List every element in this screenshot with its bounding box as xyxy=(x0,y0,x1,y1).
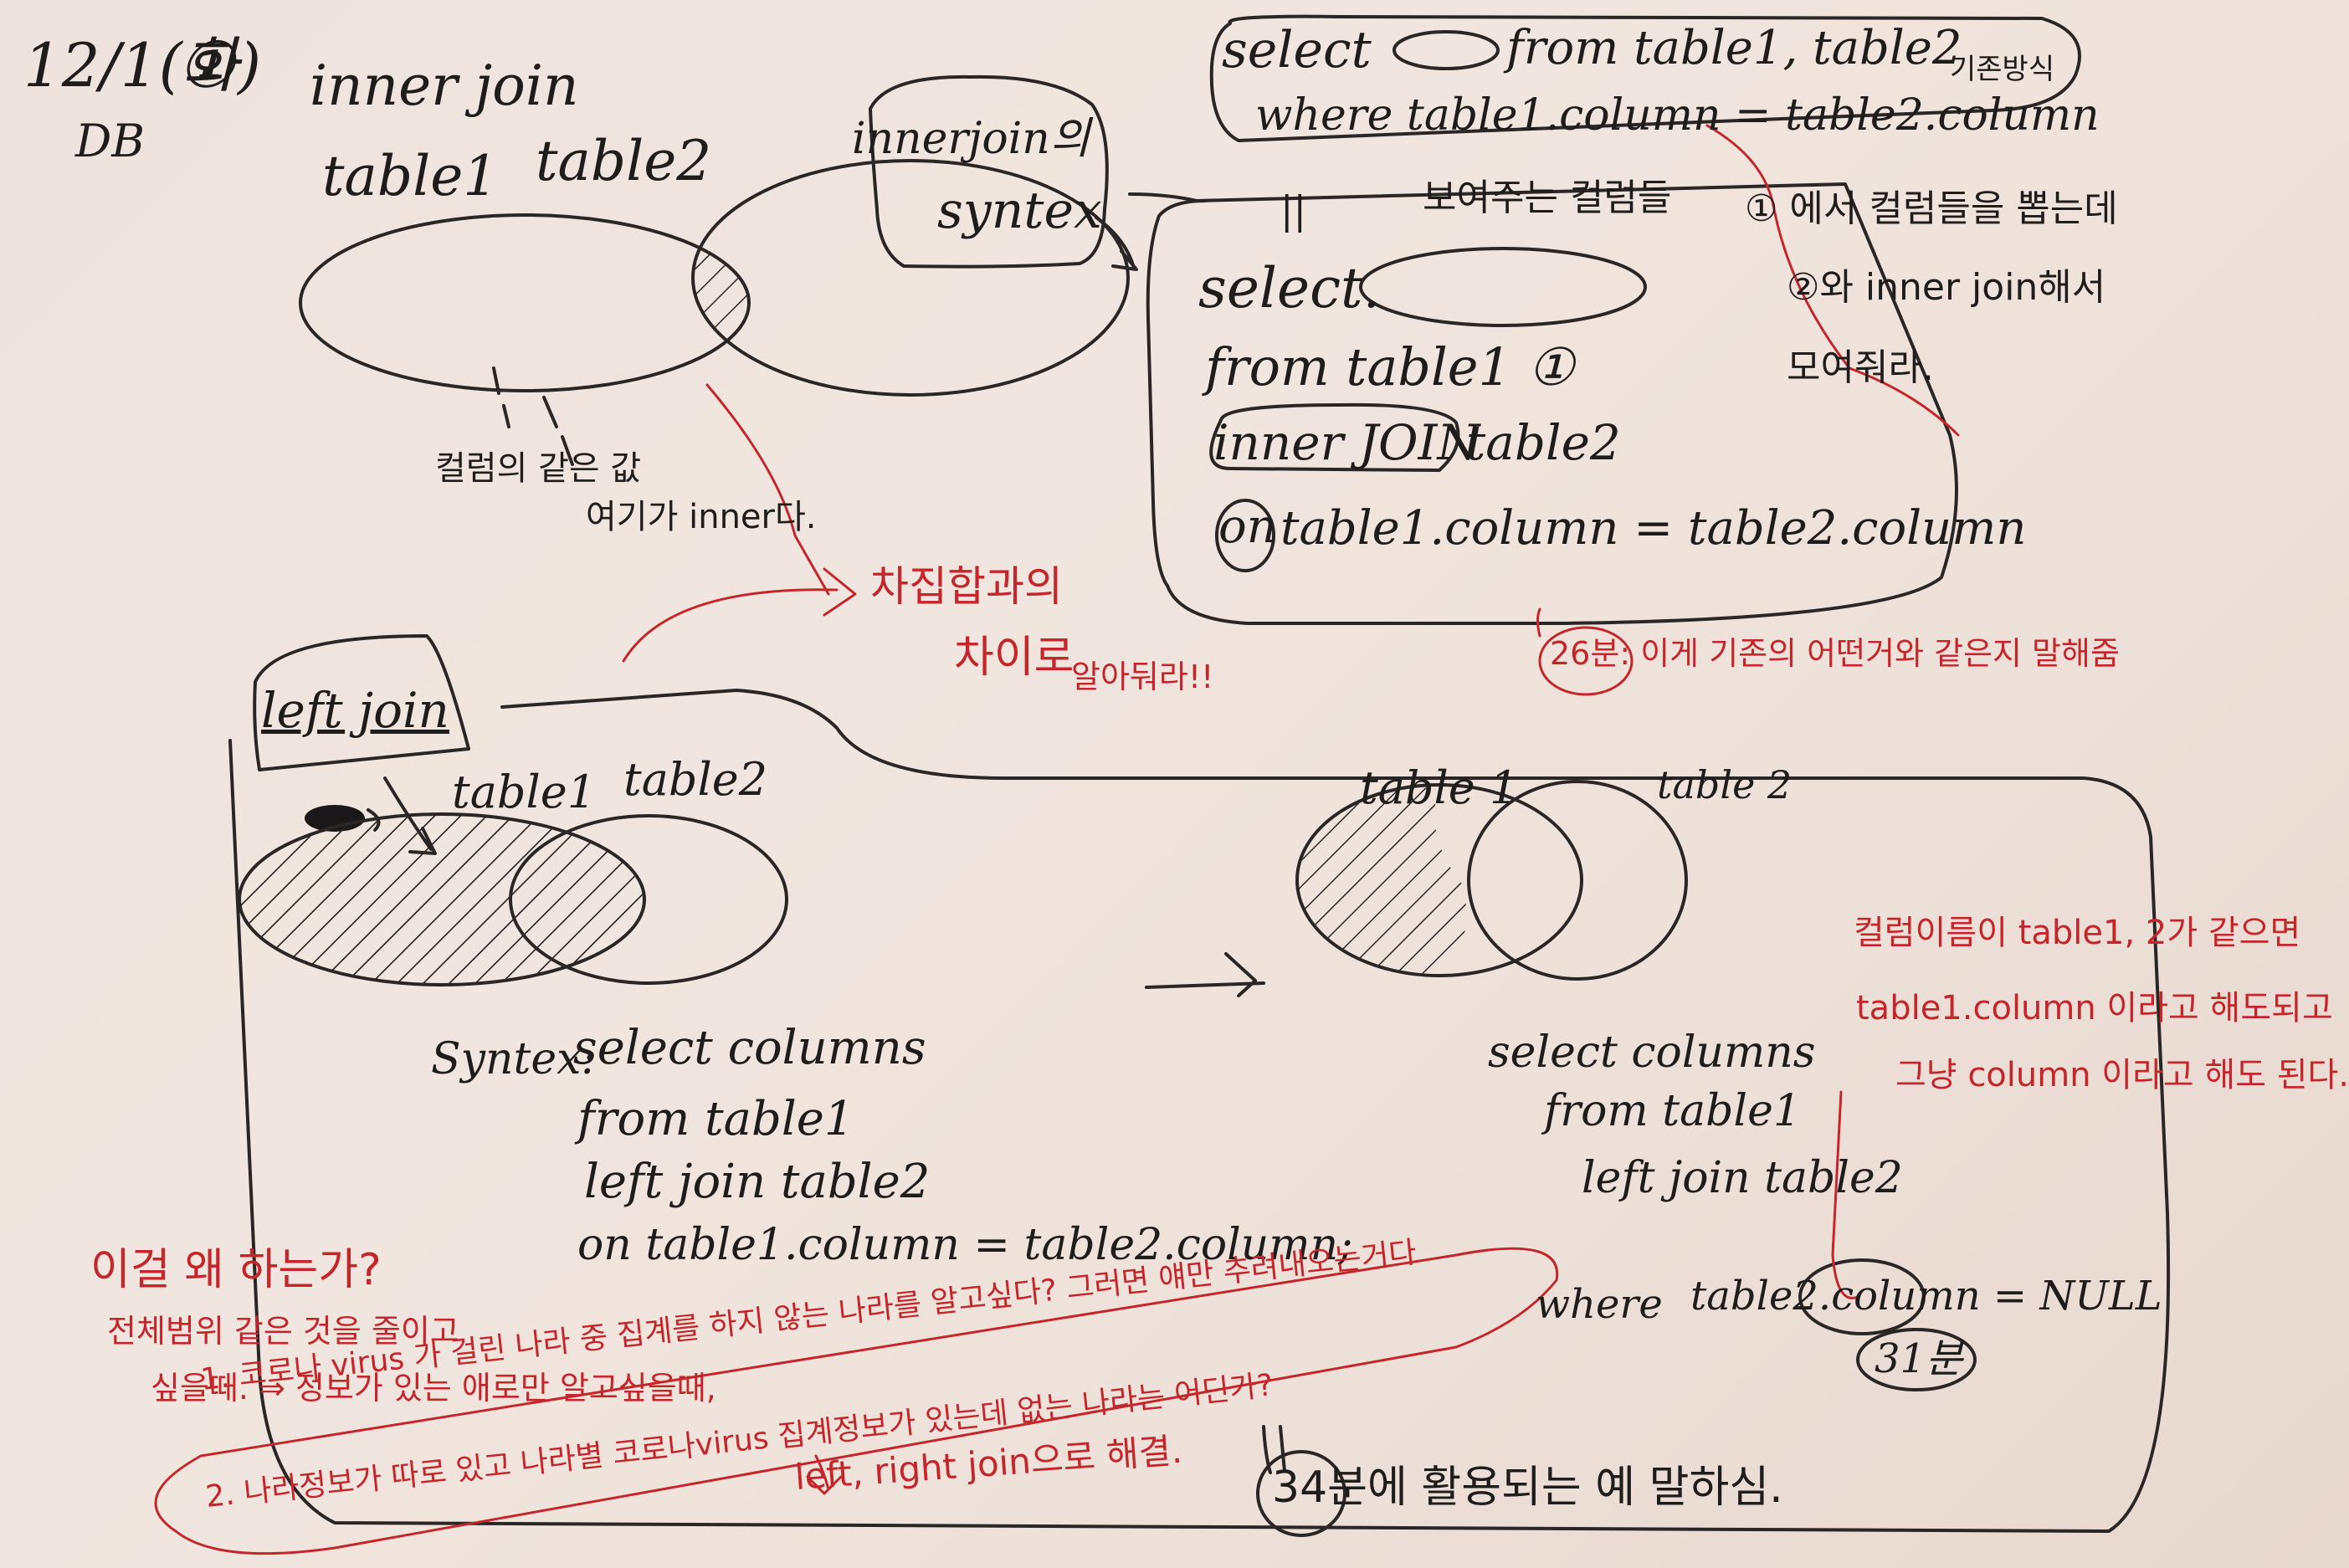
old-where-clause: where table1.column = table2.column xyxy=(1255,90,2100,141)
old-select-keyword: select xyxy=(1222,21,1372,79)
connector-red-line xyxy=(1705,124,1960,437)
inner-join-title: inner join xyxy=(310,54,579,118)
time-34-circle xyxy=(1256,1450,1346,1537)
left-venn-label-table2: table2 xyxy=(623,753,768,806)
exclusive-venn-table2 xyxy=(1467,780,1688,981)
excl-line-1: select columns xyxy=(1488,1027,1816,1078)
venn-circle-table1 xyxy=(299,213,751,392)
excl-where-keyword: where xyxy=(1536,1281,1663,1328)
new-syntax-box xyxy=(1128,182,1958,625)
inner-join-oval xyxy=(1209,402,1460,472)
why-question: 이걸 왜 하는가? xyxy=(90,1245,382,1295)
why-example-oval xyxy=(154,1247,1559,1555)
explain-note-3: 모여줘라. xyxy=(1787,346,1934,389)
syntax-label: Syntex: xyxy=(431,1034,597,1084)
shown-columns-note: 보여주는 컬럼들 xyxy=(1423,177,1672,219)
date: 12/1(화) xyxy=(23,30,262,100)
left-line-3: left join table2 xyxy=(584,1155,931,1209)
explain-note-1: ① 에서 컬럼들을 뽑는데 xyxy=(1745,187,2118,230)
excl-line-3: left join table2 xyxy=(1582,1153,1903,1203)
hand-drawn-strokes xyxy=(154,14,2171,1555)
select-columns-oval xyxy=(1359,247,1647,327)
time-31-circle xyxy=(1856,1328,1977,1391)
syntex-bubble-label-1: innerjoin의 xyxy=(852,114,1090,164)
select-blank-oval xyxy=(1392,30,1500,70)
on-keyword: on xyxy=(1218,500,1277,554)
arrow-to-exclusive xyxy=(1145,952,1265,997)
table2-column-circle xyxy=(1798,1258,1926,1335)
overlap-note-1: 컬럼의 같은 값 xyxy=(435,449,642,488)
explain-note-2: ②와 inner join해서 xyxy=(1787,266,2106,309)
left-join-region xyxy=(228,689,2171,1533)
left-line-4: on table1.column = table2.column; xyxy=(577,1220,1353,1270)
arrow-down-solve xyxy=(806,1454,843,1495)
on-circle xyxy=(1215,499,1275,572)
left-venn-table1 xyxy=(238,812,646,986)
left-join-venn xyxy=(238,812,788,986)
syntex-bubble xyxy=(869,74,1109,269)
time-31-tag: 31분 xyxy=(1875,1335,1963,1382)
inner-join-table: table2 xyxy=(1466,414,1621,471)
arrow-to-difference-note xyxy=(705,383,830,596)
left-line-2: from table1 xyxy=(577,1092,854,1146)
from-line: from table1 ① xyxy=(1205,336,1575,397)
venn-label-table2: table2 xyxy=(536,129,712,193)
left-join-title: left join xyxy=(261,682,449,739)
venn-label-table1: table1 xyxy=(322,144,499,208)
inner-join-venn xyxy=(299,159,1130,466)
old-from-clause: from table1, table2 xyxy=(1506,21,1962,75)
overlap-note-2: 여기가 inner다. xyxy=(586,498,817,536)
circled-num: ① xyxy=(177,28,235,102)
left-exclusive-venn xyxy=(1295,780,1688,981)
old-syntax-box xyxy=(1209,14,2081,142)
inner-join-keyword: inner JOIN xyxy=(1213,414,1480,471)
final-note: 34분에 활용되는 예 말하심. xyxy=(1272,1463,1783,1513)
difference-note-1: 차집합과의 xyxy=(870,562,1063,611)
exclusive-venn-table1 xyxy=(1295,783,1583,977)
column-name-note-3: 그냥 column 이라고 해도 된다. xyxy=(1895,1056,2349,1094)
why-answer-2: 싶을때. ⇒ 정보가 있는 애로만 알고싶을때, xyxy=(151,1370,716,1407)
venn-circle-table2 xyxy=(691,159,1130,397)
syntex-bubble-label-2: syntex xyxy=(937,182,1102,240)
time-26-circle xyxy=(1538,626,1634,696)
on-expression: table1.column = table2.column xyxy=(1280,501,2027,556)
arrow-left-to-difference xyxy=(622,588,839,663)
left-line-1: select columns xyxy=(573,1021,926,1075)
column-name-note-2: table1.column 이라고 해도되고 xyxy=(1856,989,2333,1027)
select-keyword: select. xyxy=(1198,256,1381,320)
why-answer-1: 전체범위 같은 것을 줄이고 xyxy=(107,1313,459,1350)
note-connector xyxy=(1831,1090,1859,1299)
excl-venn-label-table1: table 1 xyxy=(1360,761,1519,814)
column-name-note-1: 컬럼이름이 table1, 2가 같으면 xyxy=(1854,914,2301,952)
notebook-page: 12/1(화) ① DB inner join table1 table2 컬럼… xyxy=(23,14,2349,1555)
arrow-bubble-to-syntax xyxy=(1095,216,1138,271)
time-26-note: 26분: 이게 기존의 어떤거와 같은지 말해줌 xyxy=(1550,635,2120,672)
left-venn-table2 xyxy=(509,814,788,985)
excl-venn-label-table2: table 2 xyxy=(1657,762,1793,807)
difference-note-3: 알아둬라!! xyxy=(1071,658,1214,695)
left-venn-label-table1: table1 xyxy=(452,766,597,818)
left-join-title-box xyxy=(253,634,470,771)
difference-note-2: 차이로 xyxy=(954,633,1074,683)
old-syntax-tag: 기존방식 xyxy=(1950,53,2055,86)
equals-mark: || xyxy=(1280,187,1306,233)
subject: DB xyxy=(75,115,145,167)
excl-line-2: from table1 xyxy=(1544,1086,1801,1136)
excl-where-expression: table2.column = NULL xyxy=(1690,1273,2162,1319)
